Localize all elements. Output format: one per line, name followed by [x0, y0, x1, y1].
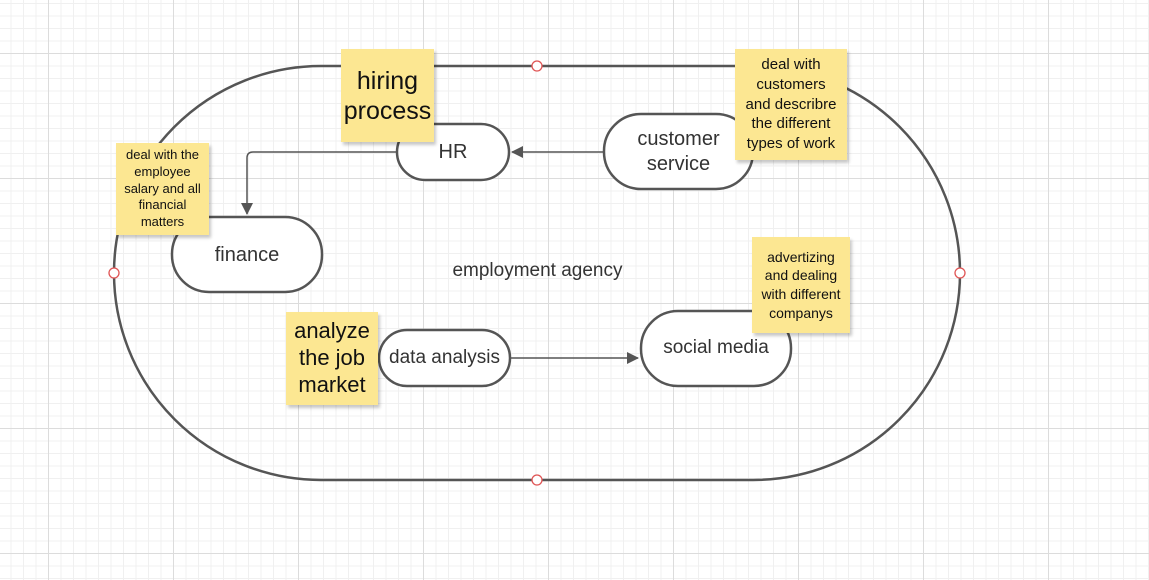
- customer-service-label: customer service: [637, 127, 720, 175]
- data-analysis-label: data analysis: [389, 346, 500, 368]
- social-media-label: social media: [663, 337, 769, 359]
- finance-node[interactable]: [170, 215, 324, 294]
- selection-handle-left[interactable]: [108, 267, 120, 279]
- analyze-market-note[interactable]: analyze the job market: [286, 312, 378, 405]
- customers-note[interactable]: deal with customers and describre the di…: [735, 49, 847, 160]
- finance-label: finance: [214, 243, 280, 266]
- data-analysis-node[interactable]: [377, 328, 512, 388]
- advertizing-note[interactable]: advertizing and dealing with different c…: [752, 237, 850, 333]
- hiring-process-note[interactable]: hiring process: [341, 49, 434, 142]
- hr-label: HR: [438, 141, 468, 163]
- salary-note[interactable]: deal with the employee salary and all fi…: [116, 143, 209, 235]
- container-label: employment agency: [452, 259, 623, 281]
- selection-handle-right[interactable]: [954, 267, 966, 279]
- selection-handle-top[interactable]: [531, 60, 543, 72]
- hr-to-finance-arrow[interactable]: [241, 151, 396, 215]
- selection-handle-bottom[interactable]: [531, 474, 543, 486]
